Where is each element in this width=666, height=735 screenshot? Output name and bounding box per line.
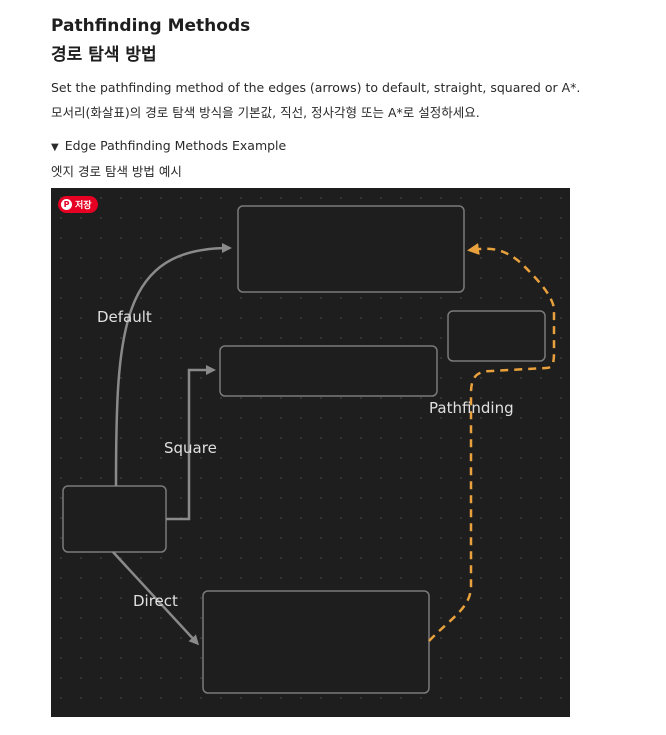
description-text: Set the pathfinding method of the edges … — [51, 80, 581, 95]
edge-square — [166, 365, 216, 521]
example-diagram-image: Default Square Direct Pathfinding P 저장 — [51, 188, 570, 717]
details-summary-label: Edge Pathfinding Methods Example — [64, 138, 287, 153]
edge-label-square: Square — [164, 439, 217, 457]
description-text-korean: 모서리(화살표)의 경로 탐색 방식을 기본값, 직선, 정사각형 또는 A*로… — [51, 105, 480, 120]
image-caption: 엣지 경로 탐색 방법 예시 — [51, 164, 182, 179]
node-small-right — [447, 310, 546, 362]
edge-label-pathfinding: Pathfinding — [429, 399, 514, 417]
save-button[interactable]: P 저장 — [58, 196, 98, 213]
edge-label-direct: Direct — [133, 592, 178, 610]
pinterest-icon: P — [61, 199, 72, 210]
details-summary-toggle[interactable]: ▼ Edge Pathfinding Methods Example — [51, 138, 286, 153]
node-top-target — [237, 205, 465, 293]
edge-default — [114, 243, 232, 487]
save-label: 저장 — [75, 201, 92, 211]
diagram-svg: Default Square Direct Pathfinding — [62, 205, 556, 694]
node-source — [62, 485, 167, 553]
page-title-korean: 경로 탐색 방법 — [51, 45, 157, 65]
edge-direct — [112, 551, 200, 646]
node-bottom-target — [202, 590, 430, 694]
node-middle-target — [219, 345, 438, 397]
edge-pathfinding — [428, 242, 556, 642]
disclosure-triangle-icon: ▼ — [51, 142, 59, 153]
edge-label-default: Default — [97, 308, 152, 326]
page-title: Pathfinding Methods — [51, 16, 251, 36]
